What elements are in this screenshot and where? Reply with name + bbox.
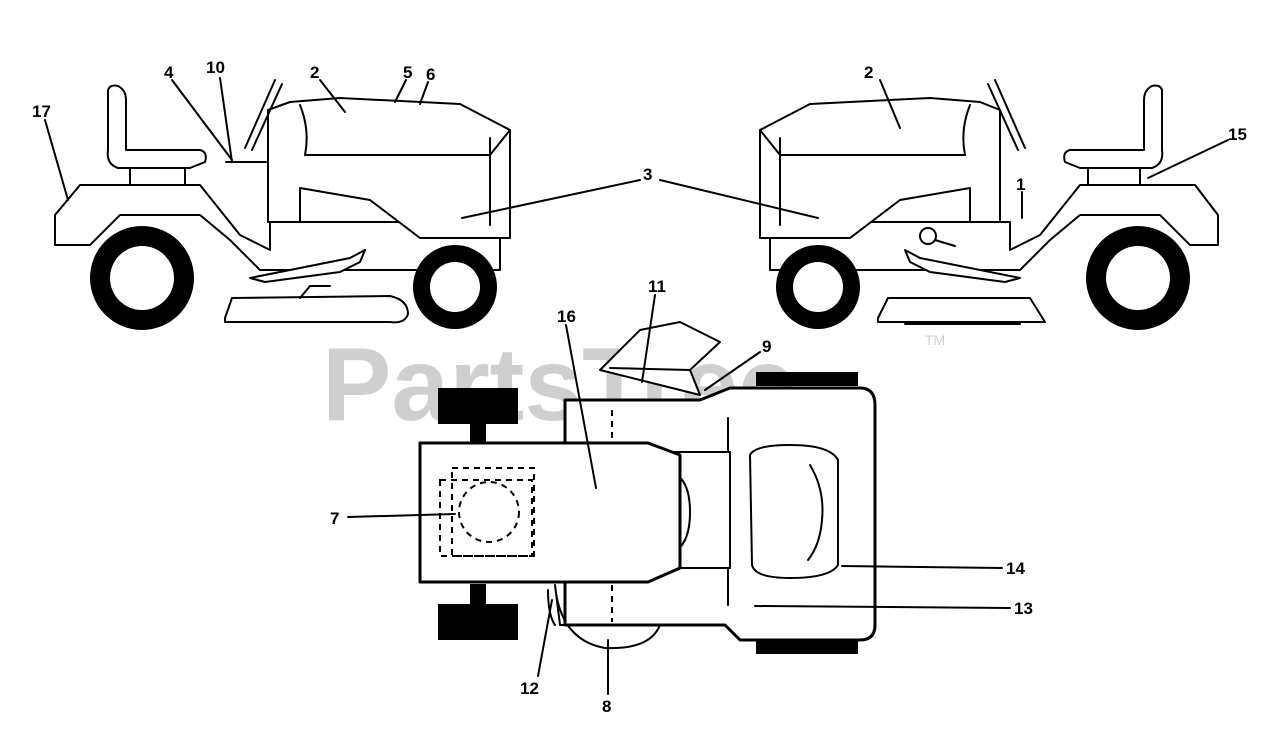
callout-7: 7 (330, 509, 339, 528)
callout-15: 15 (1228, 125, 1247, 144)
watermark-trademark: TM (925, 332, 945, 348)
callout-3: 3 (643, 165, 652, 184)
tractor-right-side-view (759, 79, 1219, 330)
callout-1: 1 (1016, 175, 1025, 194)
tractor-left-side-view (54, 79, 511, 330)
callout-9: 9 (762, 337, 771, 356)
callout-2-left: 2 (310, 63, 319, 82)
callout-2-right: 2 (864, 63, 873, 82)
callout-6: 6 (426, 65, 435, 84)
callout-12: 12 (520, 679, 539, 698)
callout-13: 13 (1014, 599, 1033, 618)
leader-lines (44, 77, 1229, 695)
callout-4: 4 (164, 63, 174, 82)
callout-11: 11 (648, 277, 666, 296)
callout-10: 10 (206, 58, 225, 77)
callout-8: 8 (602, 697, 611, 716)
callout-16: 16 (557, 307, 576, 326)
callout-17: 17 (32, 102, 51, 121)
callout-14: 14 (1006, 559, 1025, 578)
tractor-top-view (418, 321, 877, 654)
callout-5: 5 (403, 63, 412, 82)
